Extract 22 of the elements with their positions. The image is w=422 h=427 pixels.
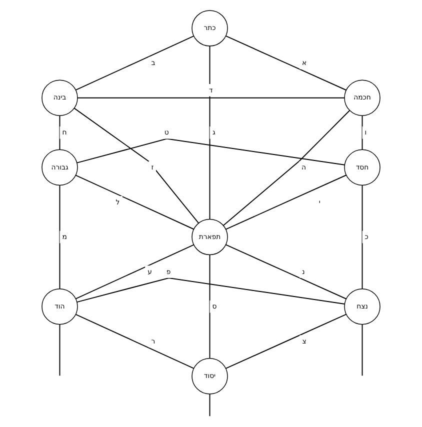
connector (59, 324, 60, 376)
connector (76, 277, 346, 304)
connector (75, 244, 194, 300)
connector (225, 174, 347, 230)
connector (225, 35, 347, 91)
connector (74, 108, 200, 224)
connector (75, 174, 194, 230)
connector (225, 314, 347, 369)
connector (362, 324, 363, 376)
connector (75, 36, 194, 90)
connector (209, 254, 210, 359)
connector (75, 314, 194, 369)
connector (59, 184, 60, 290)
connector (59, 115, 60, 150)
connector (222, 110, 350, 226)
connector (209, 46, 210, 220)
connector (362, 115, 363, 150)
connector (76, 138, 346, 166)
connector (77, 97, 345, 98)
connector (362, 184, 363, 290)
connector (209, 394, 210, 417)
connector (225, 244, 347, 300)
